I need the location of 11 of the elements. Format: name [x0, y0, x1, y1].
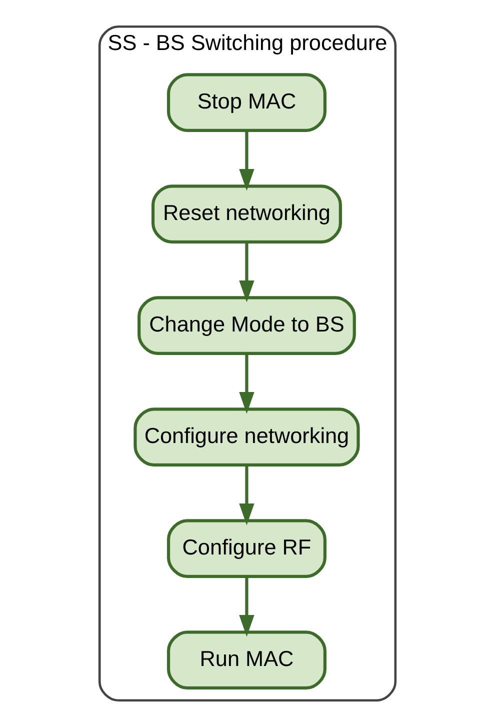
arrow — [238, 242, 254, 302]
arrow — [238, 576, 254, 637]
arrow — [238, 465, 254, 526]
arrow — [238, 130, 254, 191]
node-box: Change Mode to BS — [137, 296, 356, 355]
node-box: Configure networking — [133, 408, 360, 466]
node-box: Stop MAC — [166, 73, 326, 132]
node-box: Run MAC — [166, 630, 326, 690]
node-box: Configure RF — [166, 519, 326, 578]
arrow — [238, 354, 254, 414]
node-box: Reset networking — [150, 184, 342, 244]
